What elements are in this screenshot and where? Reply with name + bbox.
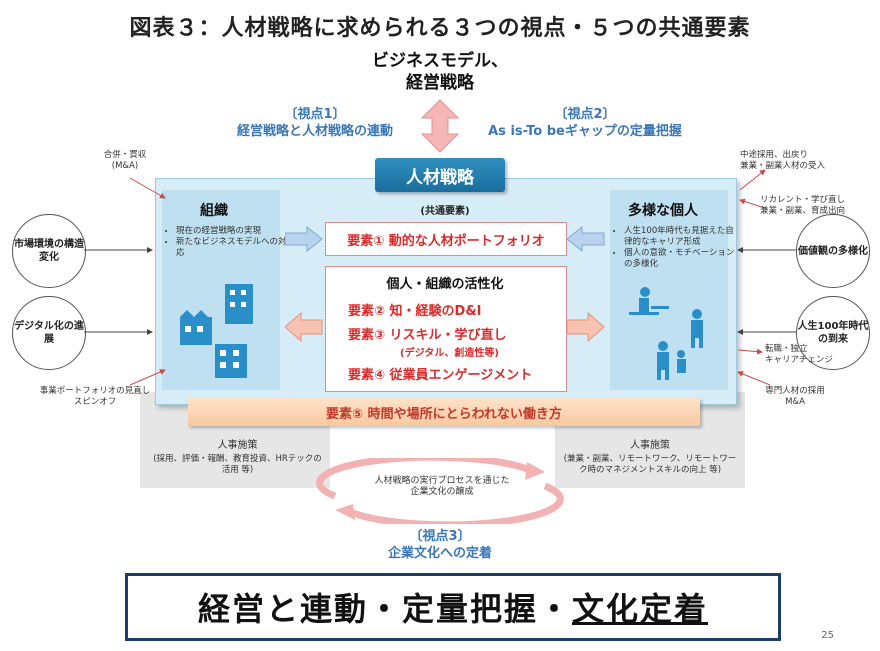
viewpoint-1-label: 〔視点1〕: [284, 107, 346, 122]
hr-policy-right-heading: 人事施策: [630, 440, 670, 451]
organization-bullets: 現在の経営戦略の実現 新たなビジネスモデルへの対応: [162, 226, 291, 259]
circle-100-year-life: 人生100年時代の到来: [796, 296, 870, 370]
organization-bullet: 新たなビジネスモデルへの対応: [176, 237, 291, 259]
hr-policy-left-detail: (採用、評価・報酬、教育投資、HRテックの活用 等): [153, 454, 322, 475]
element-5-banner: 要素⑤ 時間や場所にとらわれない働き方: [188, 398, 700, 426]
annotation-right-bottom: 専門人材の採用 M&A: [765, 386, 825, 407]
common-elements-label: (共通要素): [420, 206, 470, 217]
element-3-sub: (デジタル、創造性等): [400, 348, 499, 359]
annotation-right-mid: 転職・独立 キャリアチェンジ: [765, 344, 833, 365]
viewpoint-2-label: 〔視点2〕: [554, 107, 616, 122]
left-arrow-icon: [567, 226, 605, 252]
circle-digitalization: デジタル化の進展: [12, 296, 86, 370]
activation-box: [325, 266, 567, 392]
page-number: 25: [821, 630, 834, 641]
conclusion-part1: 経営と連動・定量把握・: [197, 590, 572, 628]
annotation-left-bottom: 事業ポートフォリオの見直し スピンオフ: [39, 386, 151, 407]
viewpoint-1: 〔視点1〕 経営戦略と人材戦略の連動: [205, 106, 425, 140]
left-arrow-icon: [285, 312, 323, 342]
circle-market-change: 市場環境の構造変化: [12, 214, 86, 288]
individual-bullet: 人生100年時代も見据えた自律的なキャリア形成: [624, 226, 742, 248]
vertical-double-arrow-icon: [420, 99, 460, 153]
right-arrow-icon: [567, 312, 605, 342]
people-icon: [629, 287, 703, 380]
conclusion-part2: 文化定着: [572, 590, 709, 628]
annotation-right-top2: リカレント・学び直し 兼業・副業、育成出向: [760, 195, 846, 216]
organization-heading: 組織: [200, 203, 228, 219]
business-model-label: ビジネスモデル、 経営戦略: [340, 50, 540, 94]
viewpoint-2: 〔視点2〕 As is-To beギャップの定量把握: [465, 106, 705, 140]
annotation-right-top1: 中途採用、出戻り 兼業・副業人材の受入: [740, 150, 826, 171]
element-1-box: 要素① 動的な人材ポートフォリオ: [325, 222, 567, 256]
viewpoint-1-text: 経営戦略と人材戦略の連動: [236, 124, 393, 139]
figure-title: 図表３：人材戦略に求められる３つの視点・５つの共通要素: [129, 16, 751, 41]
hr-policy-right: 人事施策 (兼業・副業、リモートワーク、リモートワーク時のマネジメントスキルの向…: [560, 440, 740, 476]
organization-bullet: 現在の経営戦略の実現: [176, 226, 291, 237]
conclusion-box: 経営と連動・定量把握・文化定着: [125, 573, 781, 641]
element-4: 要素④ 従業員エンゲージメント: [348, 368, 533, 383]
hr-policy-left-heading: 人事施策: [217, 440, 258, 451]
cycle-text: 人材戦略の実行プロセスを通じた企業文化の醸成: [374, 476, 510, 497]
activation-heading: 個人・組織の活性化: [386, 277, 504, 292]
right-arrow-icon: [285, 226, 323, 252]
individual-heading: 多様な個人: [628, 203, 698, 219]
individual-bullet: 個人の意欲・モチベーションの多様化: [624, 248, 742, 270]
business-line1: ビジネスモデル、: [372, 51, 508, 71]
viewpoint-3: 〔視点3〕 企業文化への定着: [340, 528, 540, 562]
viewpoint-3-label: 〔視点3〕: [409, 529, 471, 544]
hr-policy-left: 人事施策 (採用、評価・報酬、教育投資、HRテックの活用 等): [150, 440, 325, 476]
building-icon: [180, 284, 253, 378]
business-line2: 経営戦略: [406, 73, 474, 93]
circle-values-diversification: 価値観の多様化: [796, 214, 870, 288]
cycle-arrows-icon: [316, 458, 564, 524]
annotation-left-top: 合併・買収 (M&A): [103, 150, 147, 171]
hr-strategy-banner: 人材戦略: [375, 158, 505, 192]
element-3: 要素③ リスキル・学び直し: [348, 328, 507, 343]
viewpoint-2-text: As is-To beギャップの定量把握: [488, 124, 682, 139]
individual-bullets: 人生100年時代も見据えた自律的なキャリア形成 個人の意欲・モチベーションの多様…: [610, 226, 742, 270]
hr-policy-right-detail: (兼業・副業、リモートワーク、リモートワーク時のマネジメントスキルの向上 等): [563, 454, 737, 475]
element-2: 要素② 知・経験のD&I: [348, 304, 482, 319]
viewpoint-3-text: 企業文化への定着: [387, 546, 492, 561]
